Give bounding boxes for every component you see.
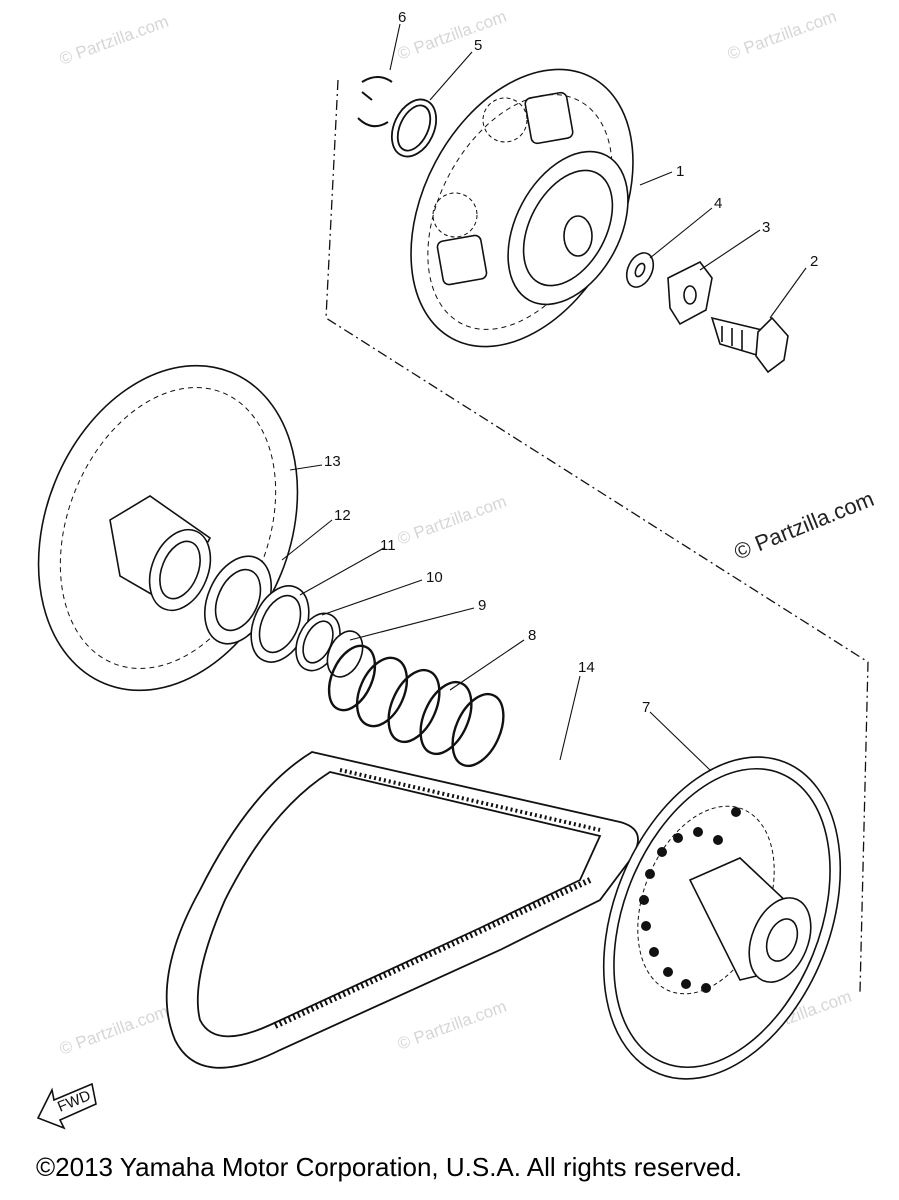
- fixed-sheave-13: [37, 364, 299, 692]
- spring-8: [327, 644, 505, 768]
- callout-13: 13: [324, 453, 341, 470]
- watermark: © Partzilla.com: [725, 7, 839, 64]
- forward-arrow-icon: FWD: [36, 1082, 97, 1130]
- callout-5: 5: [474, 37, 482, 54]
- callout-8: 8: [528, 627, 536, 644]
- ring-11: [250, 585, 310, 663]
- callout-1: 1: [676, 163, 684, 180]
- callout-10: 10: [426, 569, 443, 586]
- partzilla-watermark: © Partzilla.com: [731, 486, 878, 565]
- washer-4: [625, 252, 655, 288]
- watermark: © Partzilla.com: [395, 7, 509, 64]
- callout-14: 14: [578, 659, 595, 676]
- callout-2: 2: [810, 253, 818, 270]
- drive-belt-14: [165, 751, 639, 1069]
- assembly-outline: [325, 79, 869, 993]
- callout-9: 9: [478, 597, 486, 614]
- ring-5: [390, 98, 438, 158]
- callout-12: 12: [334, 507, 351, 524]
- watermark: © Partzilla.com: [57, 1002, 171, 1059]
- watermark: © Partzilla.com: [395, 492, 509, 549]
- watermark: © Partzilla.com: [395, 997, 509, 1054]
- collar-6: [357, 76, 393, 128]
- callout-4: 4: [714, 195, 722, 212]
- copyright-notice: ©2013 Yamaha Motor Corporation, U.S.A. A…: [36, 1152, 743, 1182]
- watermark: © Partzilla.com: [57, 12, 171, 69]
- drive-clutch-diagram: © Partzilla.com © Partzilla.com © Partzi…: [36, 7, 878, 1130]
- bolt-2: [710, 316, 789, 374]
- callout-7: 7: [642, 699, 650, 716]
- callout-6: 6: [398, 9, 406, 26]
- callout-11: 11: [380, 537, 396, 554]
- secondary-sheave-7: [602, 756, 842, 1080]
- lock-washer-3: [667, 260, 713, 326]
- leader-lines: [281, 23, 807, 771]
- primary-sheave: [410, 68, 634, 348]
- callout-3: 3: [762, 219, 770, 236]
